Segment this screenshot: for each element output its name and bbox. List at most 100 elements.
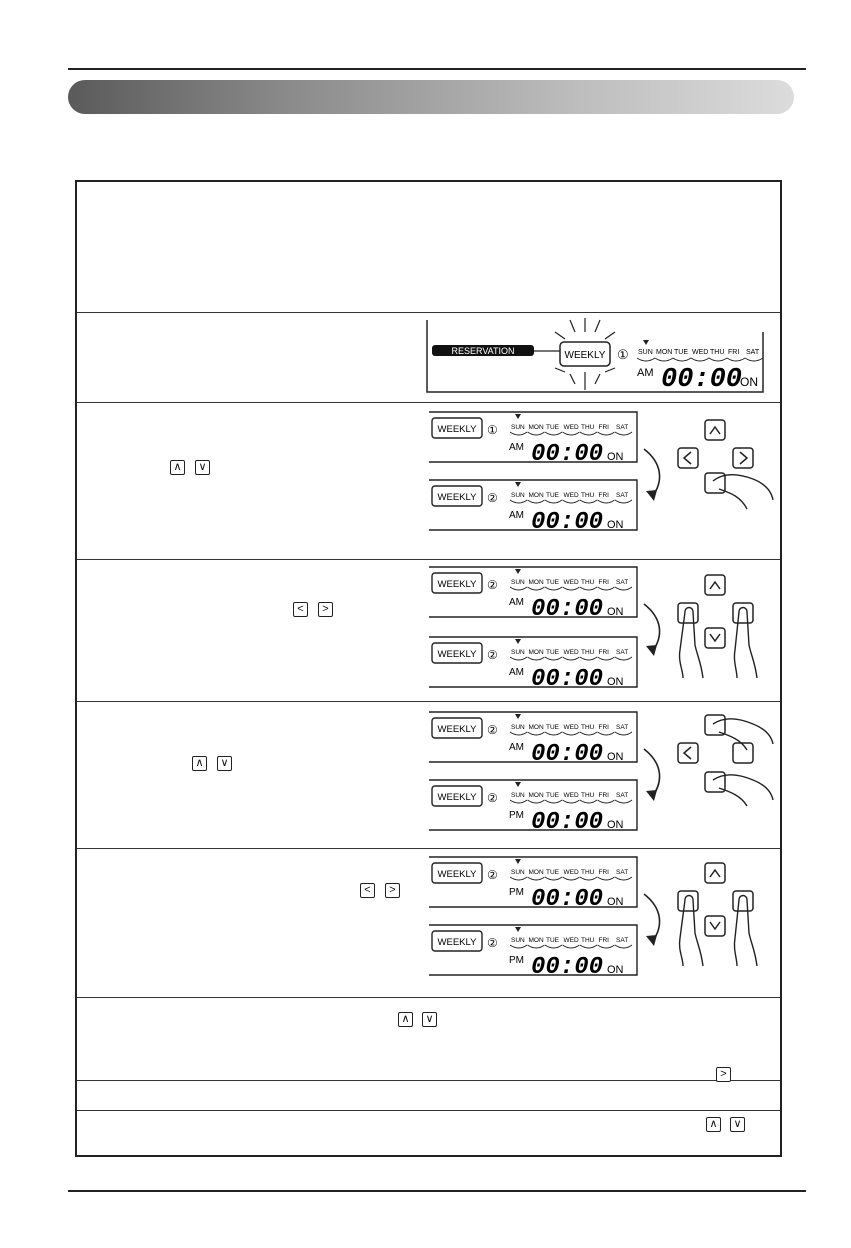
day-label: THU [581,869,595,876]
day-label: SUN [511,937,525,944]
divider [77,848,780,850]
day-label: SUN [511,869,525,876]
am-label: AM [509,742,524,753]
time-display: 00:00 [531,509,603,536]
divider [77,1110,780,1112]
left-button-icon: < [293,602,308,617]
day-label: SAT [616,937,628,944]
day-label: WED [564,937,579,944]
time-display: 00:00 [531,666,603,693]
divider [77,1080,780,1082]
on-label: ON [607,896,624,908]
divider [77,402,780,404]
am-label: AM [637,367,654,379]
up-button-icon: ∧ [706,1117,721,1132]
day-label: WED [564,649,579,656]
day-label: WED [564,579,579,586]
curved-arrow-icon [643,748,661,801]
day-label: FRI [599,492,610,499]
time-display: 00:00 [531,596,603,623]
program-number: ② [487,868,498,882]
day-label: WED [564,792,579,799]
day-label: SAT [616,579,628,586]
day-label: MON [529,492,544,499]
day-label: SAT [616,649,628,656]
curved-arrow-icon [643,448,661,501]
day-label: FRI [599,869,610,876]
day-label: SAT [616,492,628,499]
divider [77,701,780,703]
day-label: MON [529,424,544,431]
day-label: TUE [546,724,560,731]
divider [77,559,780,561]
day-label: SUN [511,649,525,656]
curved-arrow-icon [643,603,661,656]
day-label: FRI [728,349,739,356]
time-display: 00:00 [531,809,603,836]
curved-arrow-icon [643,893,661,946]
day-label: THU [581,792,595,799]
on-label: ON [740,375,758,389]
pm-label: PM [509,810,524,821]
day-label: WED [564,869,579,876]
remote-pad-1 [677,419,774,510]
day-label: WED [692,349,708,356]
day-label: MON [529,792,544,799]
time-display: 00:00 [661,365,742,395]
day-label: TUE [546,792,560,799]
day-label: THU [581,579,595,586]
up-button-icon: ∧ [398,1012,413,1027]
program-number: ① [487,423,498,437]
pm-label: PM [509,955,524,966]
day-label: WED [564,492,579,499]
day-label: TUE [546,579,560,586]
on-label: ON [607,451,624,463]
program-number: ② [487,791,498,805]
weekly-label: WEEKLY [438,937,478,948]
instruction-frame [75,180,782,1157]
day-label: FRI [599,579,610,586]
day-label: THU [581,937,595,944]
blink-marks [554,318,616,390]
day-label: TUE [546,492,560,499]
remote-pad-2 [677,574,758,679]
time-display: 00:00 [531,741,603,768]
day-label: THU [581,492,595,499]
up-button-icon: ∧ [170,460,185,475]
day-label: THU [710,349,724,356]
day-label: MON [529,724,544,731]
day-label: SUN [511,579,525,586]
am-label: AM [509,442,524,453]
down-button-icon: ∨ [195,460,210,475]
am-label: AM [509,510,524,521]
day-label: FRI [599,724,610,731]
day-label: MON [529,869,544,876]
am-label: AM [509,597,524,608]
day-label: SAT [746,349,760,356]
am-label: AM [509,667,524,678]
on-label: ON [607,751,624,763]
program-number: ② [487,648,498,662]
day-label: WED [564,424,579,431]
divider [77,997,780,999]
day-label: FRI [599,792,610,799]
weekly-label: WEEKLY [438,724,478,735]
top-rule [68,68,806,70]
program-number: ② [487,491,498,505]
time-display: 00:00 [531,954,603,981]
day-label: SUN [638,349,653,356]
pm-label: PM [509,887,524,898]
day-label: MON [529,579,544,586]
day-label: TUE [546,937,560,944]
right-button-icon: > [716,1067,731,1082]
section-banner [68,80,794,114]
down-button-icon: ∨ [422,1012,437,1027]
